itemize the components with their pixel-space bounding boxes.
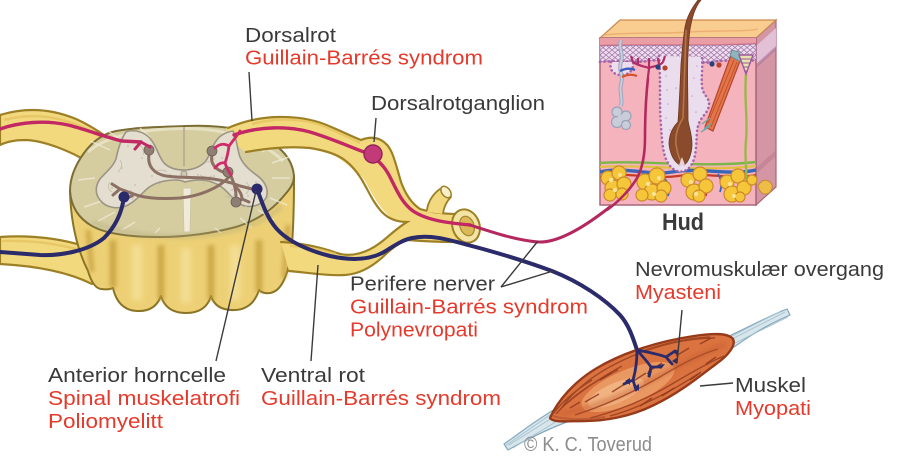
svg-text:Hud: Hud — [662, 209, 704, 236]
svg-text:Nevromuskulær overgang: Nevromuskulær overgang — [635, 259, 884, 281]
svg-text:Anterior horncelle: Anterior horncelle — [48, 365, 226, 387]
svg-text:Polynevropati: Polynevropati — [350, 320, 478, 342]
svg-text:Muskel: Muskel — [735, 375, 806, 397]
svg-text:© K. C. Toverud: © K. C. Toverud — [524, 434, 652, 456]
svg-text:Guillain-Barrés syndrom: Guillain-Barrés syndrom — [245, 48, 483, 70]
svg-text:Myasteni: Myasteni — [635, 282, 721, 304]
svg-text:Poliomyelitt: Poliomyelitt — [48, 411, 163, 433]
svg-text:Guillain-Barrés syndrom: Guillain-Barrés syndrom — [261, 388, 501, 410]
svg-text:Spinal muskelatrofi: Spinal muskelatrofi — [48, 388, 240, 410]
svg-text:Perifere nerver: Perifere nerver — [350, 274, 495, 296]
svg-text:Guillain-Barrés syndrom: Guillain-Barrés syndrom — [350, 297, 588, 319]
svg-text:Dorsalrotganglion: Dorsalrotganglion — [371, 93, 545, 115]
svg-text:Ventral rot: Ventral rot — [261, 365, 365, 387]
svg-text:Dorsalrot: Dorsalrot — [245, 25, 336, 47]
svg-text:Myopati: Myopati — [735, 398, 811, 420]
